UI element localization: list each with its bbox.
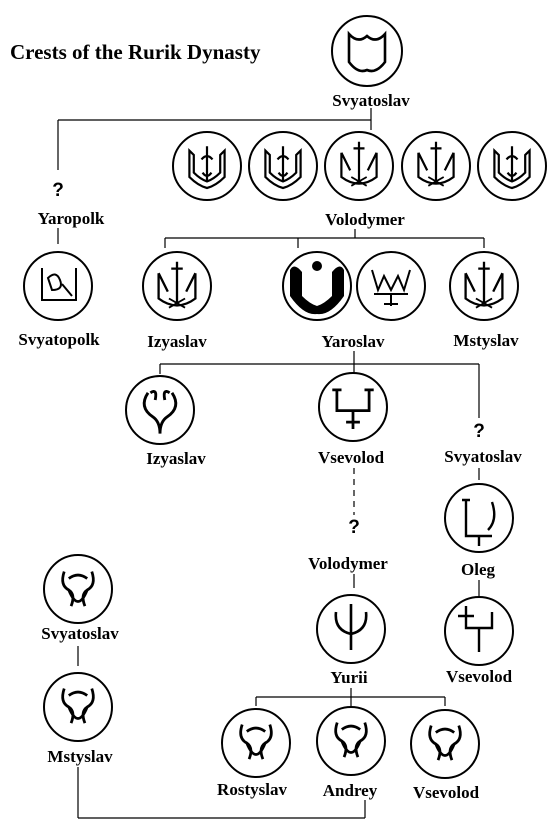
unknown-mark-yaropolk: ?	[52, 180, 64, 201]
crest-yurii	[316, 594, 386, 664]
name-svyatopolk: Svyatopolk	[18, 330, 100, 349]
name-izyaslav-1: Izyaslav	[147, 332, 207, 351]
crest-vsevolod-1	[318, 372, 388, 442]
name-svyatoslav-top: Svyatoslav	[332, 91, 410, 110]
name-vsevolod-3: Vsevolod	[412, 783, 480, 802]
crest-andrey	[316, 706, 386, 776]
name-yaropolk: Yaropolk	[37, 209, 105, 228]
unknown-mark-volodymer: ?	[348, 517, 360, 538]
name-svyatoslav-2: Svyatoslav	[444, 447, 522, 466]
name-izyaslav-2: Izyaslav	[146, 449, 206, 468]
crest-mstyslav-2	[43, 672, 113, 742]
connector-lines	[57, 108, 485, 819]
crest-izyaslav-1	[142, 251, 212, 321]
crest-svyatoslav-top	[331, 15, 403, 87]
crest-izyaslav-2	[125, 375, 195, 445]
name-yaroslav: Yaroslav	[321, 332, 385, 351]
name-mstyslav-2: Mstyslav	[47, 747, 113, 766]
crest-yaroslav	[282, 251, 426, 321]
name-vsevolod-1: Vsevolod	[317, 448, 385, 467]
name-rostyslav: Rostyslav	[217, 780, 287, 799]
crest-oleg	[444, 483, 514, 553]
name-oleg: Oleg	[461, 560, 495, 579]
diagram-title: Crests of the Rurik Dynasty	[10, 40, 261, 64]
crest-vsevolod-2	[444, 596, 514, 666]
crest-svyatoslav-3	[43, 554, 113, 624]
name-mstyslav-1: Mstyslav	[453, 331, 519, 350]
name-volodymer-2: Volodymer	[308, 554, 388, 573]
crest-vsevolod-3	[410, 709, 480, 779]
name-vsevolod-2: Vsevolod	[445, 667, 513, 686]
name-yurii: Yurii	[330, 668, 368, 687]
name-andrey: Andrey	[322, 781, 378, 800]
crest-svyatopolk	[23, 251, 93, 321]
name-volodymer: Volodymer	[325, 210, 405, 229]
name-svyatoslav-3: Svyatoslav	[41, 624, 119, 643]
crest-volodymer-row	[172, 131, 547, 201]
unknown-mark-svyatoslav: ?	[473, 421, 485, 442]
crest-mstyslav-1	[449, 251, 519, 321]
crest-rostyslav	[221, 708, 291, 778]
